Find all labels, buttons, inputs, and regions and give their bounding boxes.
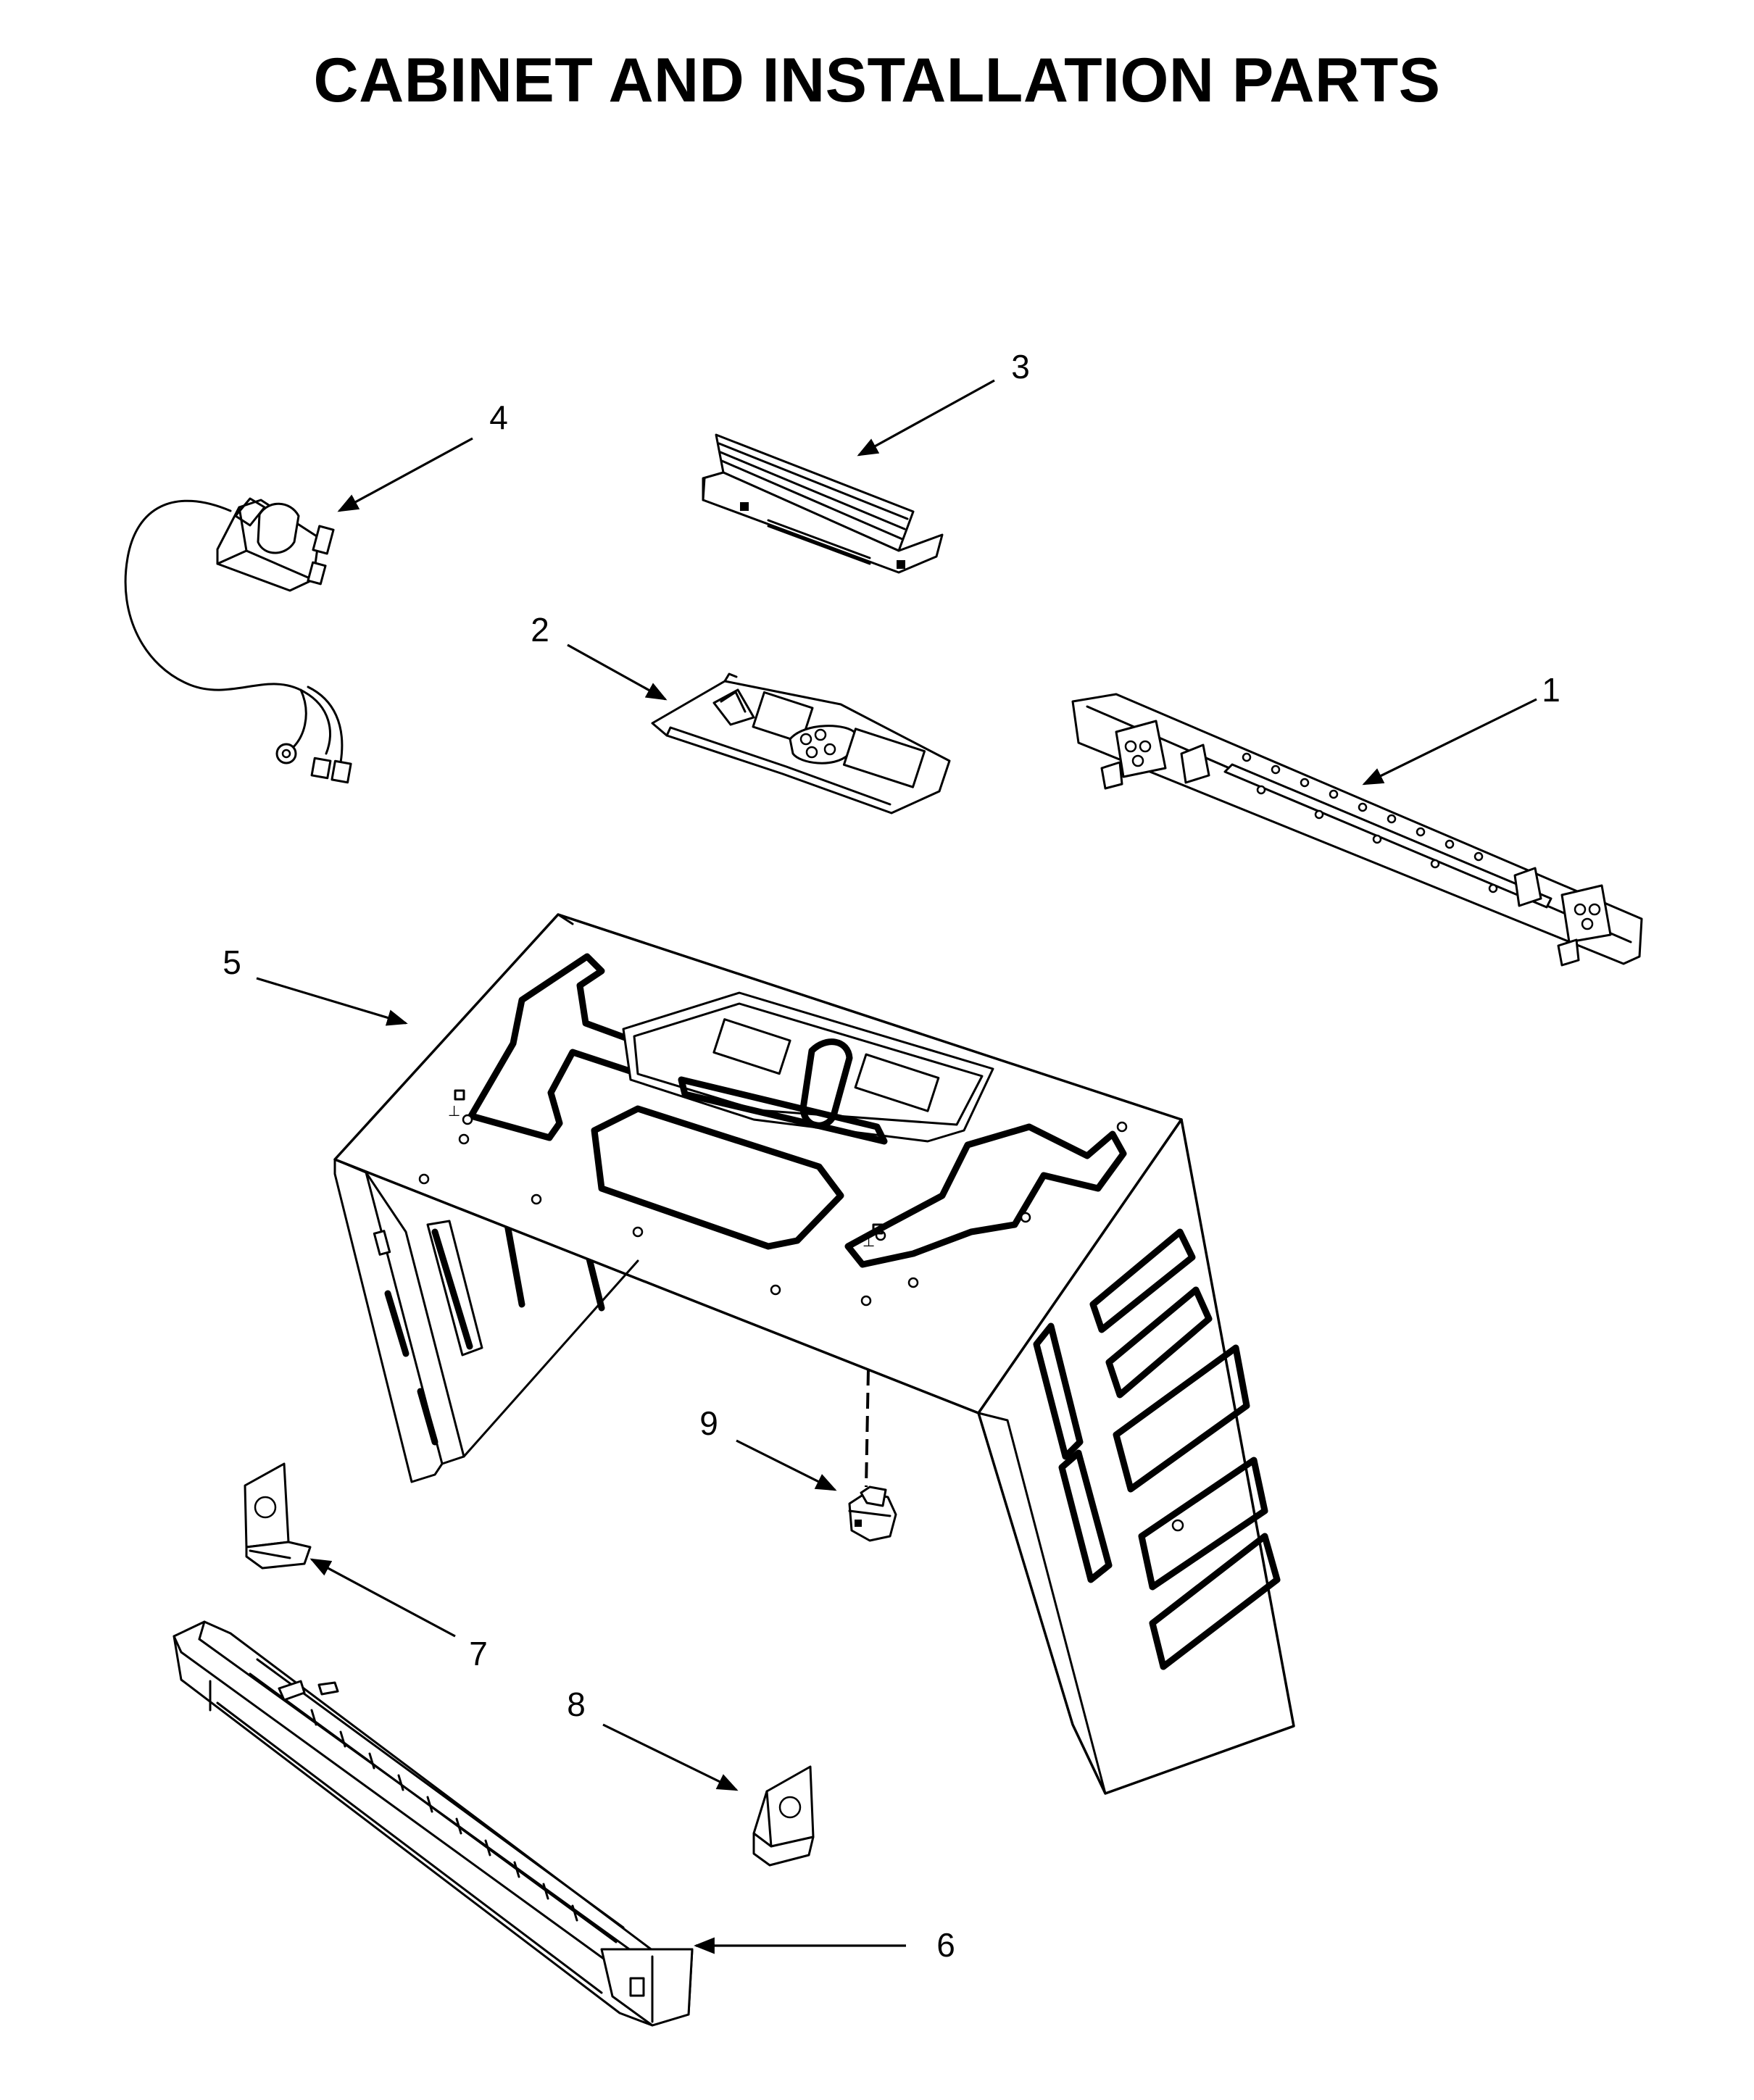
callout-2: 2	[531, 611, 549, 649]
callout-9: 9	[699, 1404, 718, 1442]
part-clip[interactable]	[848, 1369, 897, 1542]
part-mounting-plate[interactable]	[651, 672, 951, 814]
part-cabinet-wrapper[interactable]: ⊥ ⊥	[333, 913, 1295, 1795]
svg-text:⊥: ⊥	[863, 1233, 875, 1250]
callout-6: 6	[936, 1926, 955, 1964]
callout-8: 8	[567, 1686, 586, 1723]
part-mounting-rail[interactable]	[1071, 693, 1643, 967]
callout-3: 3	[1011, 348, 1030, 386]
svg-text:⊥: ⊥	[448, 1102, 460, 1120]
part-vent-grille[interactable]	[173, 1620, 694, 2027]
part-bracket-right[interactable]	[752, 1765, 815, 1867]
part-power-cord[interactable]	[124, 497, 352, 784]
callout-7: 7	[469, 1635, 488, 1672]
callout-5: 5	[223, 943, 241, 981]
callout-leaders	[256, 379, 1537, 1954]
callout-1: 1	[1542, 671, 1560, 709]
part-bracket-left[interactable]	[244, 1462, 312, 1570]
page-title: CABINET AND INSTALLATION PARTS	[313, 46, 1441, 115]
callout-4: 4	[489, 399, 508, 436]
part-damper-assembly[interactable]	[702, 433, 944, 574]
